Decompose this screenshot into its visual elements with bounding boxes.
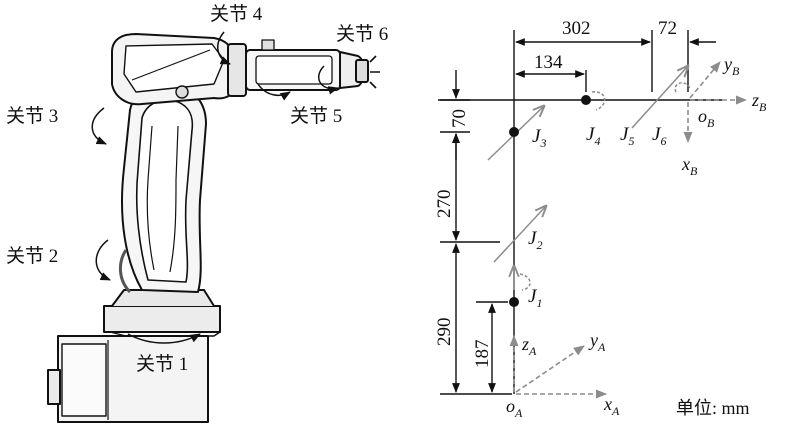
kinematic-schematic [438, 30, 722, 395]
J1-point [509, 297, 519, 307]
J6-label: J6 [652, 124, 666, 148]
frame-B-y-axis [689, 61, 721, 99]
dim-72-label: 72 [658, 18, 677, 39]
joint2-rotation-arrow [95, 239, 111, 281]
J1-label: J1 [528, 286, 542, 310]
robot-rotation-arrows [91, 31, 340, 344]
frame-A-y-axis [515, 345, 585, 393]
joint2-label: 关节 2 [6, 245, 58, 267]
dimension-labels: 302 134 72 70 270 290 187 [434, 18, 677, 368]
joint3-label: 关节 3 [6, 105, 58, 127]
joint-points [509, 95, 591, 307]
J4-label: J4 [586, 124, 600, 148]
joint-name-labels: J3 J2 J1 J4 J5 J6 [528, 124, 666, 310]
joint4-rotation-arrow [217, 31, 231, 65]
unit-label: 单位: mm [676, 398, 750, 418]
frame-A-y-label: yA [588, 330, 606, 354]
joint5-label: 关节 5 [290, 105, 342, 127]
robot-upper-arm [111, 33, 237, 106]
frame-A-x-label: xA [603, 394, 620, 418]
J2-label: J2 [528, 228, 542, 252]
robot-joint-labels: 关节 4 关节 6 关节 3 关节 5 关节 2 关节 1 [6, 3, 388, 375]
dim-134-label: 134 [534, 52, 563, 73]
J6-rotation [674, 82, 691, 93]
frame-A-origin-label: oA [506, 396, 523, 420]
joint3-rotation-arrow [91, 107, 107, 145]
joint6-rotation-arrow [318, 65, 340, 95]
joint5-rotation-arrow [257, 83, 291, 101]
frame-A-z-label: zA [521, 334, 537, 358]
joint6-label: 关节 6 [336, 23, 388, 45]
robot-illustration [47, 33, 380, 423]
robot-wrist [227, 39, 380, 97]
frame-B-z-label: zB [751, 90, 767, 114]
J5-label: J5 [620, 124, 634, 148]
J1-rotation [519, 273, 531, 291]
J2-axis-arrow [493, 206, 546, 263]
joint4-label: 关节 4 [210, 3, 263, 25]
dim-270-label: 270 [434, 190, 455, 219]
J4-point [581, 95, 591, 105]
joint1-label: 关节 1 [136, 353, 188, 375]
J4-rotation [591, 91, 606, 111]
robot-lower-arm [119, 84, 207, 294]
J5-axis-arrow [631, 66, 688, 129]
dim-187-label: 187 [472, 340, 493, 369]
frame-B-y-label: yB [722, 54, 740, 78]
dim-302-label: 302 [562, 18, 591, 39]
robot-base [47, 289, 221, 423]
J3-label: J3 [532, 126, 546, 150]
frame-B [683, 61, 748, 144]
frame-B-origin-label: oB [698, 106, 715, 130]
dim-70-label: 70 [449, 109, 470, 128]
J3-point [509, 127, 519, 137]
frame-labels: zA yA xA oA yB zB oB xB [506, 54, 767, 420]
dim-290-label: 290 [434, 318, 455, 347]
joint1-rotation-arrow [127, 333, 201, 344]
frame-B-x-label: xB [681, 154, 698, 178]
frame-A [509, 334, 608, 399]
